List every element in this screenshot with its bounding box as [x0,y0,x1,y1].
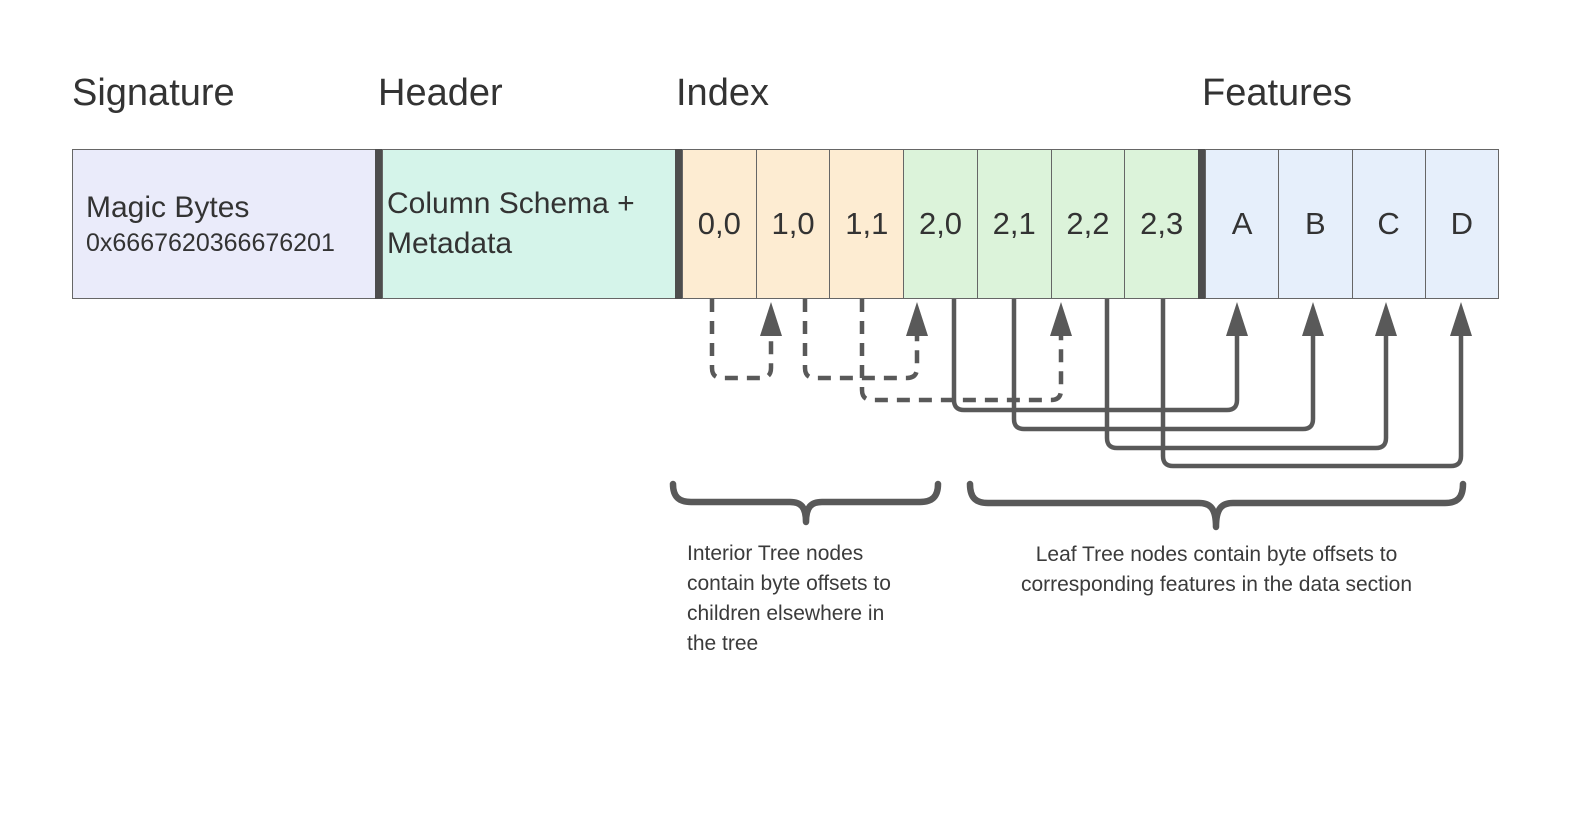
arrowhead-into-d [1450,302,1472,336]
note-leaf-line: Leaf Tree nodes contain byte offsets to [1035,543,1398,566]
note-interior-line: the tree [687,632,759,655]
solid-arrow-2-2-to-c [1104,299,1389,451]
cell-magic-bytes: Magic Bytes 0x6667620366676201 [72,149,376,299]
feature-cell-c: C [1351,150,1425,298]
index-cell-1-1: 1,1 [829,150,904,298]
feature-cell-d: D [1424,150,1498,298]
index-cell-2-1: 2,1 [976,150,1051,298]
brace-leaf-nodes [966,480,1467,531]
section-label-signature: Signature [72,72,235,114]
dashed-arrow-1-0-to-2-0 [802,299,920,381]
dashed-arrow-1-1-to-2-2 [859,299,1064,403]
note-interior-tree: Interior Tree nodes contain byte offsets… [687,539,957,659]
arrowhead-into-2-0 [906,302,928,336]
arrowhead-into-2-2 [1050,302,1072,336]
arrowhead-into-1-0 [760,302,782,336]
feature-cell-b: B [1278,150,1352,298]
note-leaf-tree: Leaf Tree nodes contain byte offsets to … [980,540,1453,600]
section-label-features: Features [1202,72,1352,114]
note-interior-line: contain byte offsets to [687,572,891,595]
brace-interior-nodes [669,480,942,526]
index-cell-1-0: 1,0 [755,150,830,298]
index-section: 0,0 1,0 1,1 2,0 2,1 2,2 2,3 [682,149,1199,299]
index-cell-2-2: 2,2 [1050,150,1125,298]
separator-index-features [1198,149,1205,299]
magic-bytes-title: Magic Bytes [86,190,250,224]
arrowhead-into-b [1302,302,1324,336]
note-interior-line: Interior Tree nodes [687,542,864,565]
note-interior-line: children elsewhere in [687,602,885,625]
section-label-index: Index [676,72,769,114]
dashed-arrow-0-0-to-1-0 [709,299,774,381]
index-cell-2-0: 2,0 [903,150,977,298]
arrowhead-into-c [1375,302,1397,336]
solid-arrow-2-3-to-d [1160,299,1464,469]
column-schema-text: Column Schema + Metadata [387,187,635,260]
magic-bytes-hex-value: 0x6667620366676201 [86,228,335,257]
arrowhead-into-a [1226,302,1248,336]
index-cell-2-3: 2,3 [1124,150,1199,298]
note-leaf-line: corresponding features in the data secti… [1020,573,1413,596]
separator-header-index [675,149,682,299]
index-cell-0-0: 0,0 [683,150,756,298]
separator-signature-header [375,149,382,299]
cell-column-schema-metadata: Column Schema + Metadata [382,149,676,299]
feature-cell-a: A [1206,150,1279,298]
solid-arrow-2-0-to-a [951,299,1240,413]
section-label-header: Header [378,72,503,114]
features-section: A B C D [1205,149,1499,299]
